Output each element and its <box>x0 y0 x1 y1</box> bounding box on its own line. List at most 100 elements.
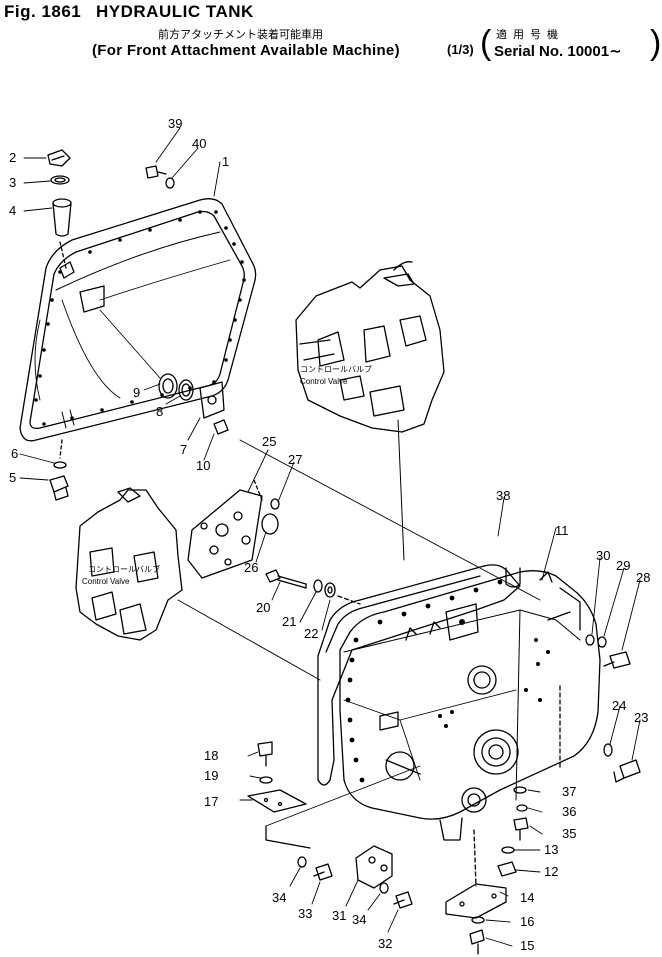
o-ring-13 <box>501 846 515 854</box>
callout-14: 14 <box>520 890 534 905</box>
left-bracket: ( <box>480 24 492 62</box>
bolt-20 <box>265 569 307 589</box>
callout-7: 7 <box>180 442 187 457</box>
callout-8: 8 <box>156 404 163 419</box>
callout-12: 12 <box>544 864 558 879</box>
english-applicability-note: (For Front Attachment Available Machine) <box>92 42 400 59</box>
washer-19 <box>259 776 273 784</box>
callout-32: 32 <box>378 936 392 951</box>
washer-40 <box>165 177 175 189</box>
callout-numbers: 1 2 3 4 5 6 7 8 9 10 11 12 13 14 15 16 1… <box>9 116 650 953</box>
control-valve-label-en-2: Control Valve <box>82 577 130 586</box>
callout-20: 20 <box>256 600 270 615</box>
washer-34a <box>297 856 307 868</box>
callout-6: 6 <box>11 446 18 461</box>
serial-japanese-label: 適用号機 <box>496 28 564 41</box>
lower-control-valve: コントロールバルブ Control Valve <box>75 487 321 681</box>
control-valve-label-en: Control Valve <box>300 377 348 386</box>
callout-29: 29 <box>616 558 630 573</box>
callout-3: 3 <box>9 175 16 190</box>
washer-36 <box>516 804 528 812</box>
callout-33: 33 <box>298 906 312 921</box>
callout-28: 28 <box>636 570 650 585</box>
adapter-plate-25 <box>187 479 263 579</box>
bolt-33 <box>313 863 333 881</box>
plate-17 <box>247 765 421 849</box>
serial-applicability: ( 適用号機 Serial No. 10001∼ ) <box>480 24 662 64</box>
o-ring-30 <box>585 634 595 646</box>
figure-number: Fig. 1861 <box>4 2 82 21</box>
callout-17: 17 <box>204 794 218 809</box>
callout-24: 24 <box>612 698 626 713</box>
washer-34b <box>379 882 389 894</box>
callout-23: 23 <box>634 710 648 725</box>
callout-13: 13 <box>544 842 558 857</box>
control-valve-label-jp: コントロールバルブ <box>300 364 372 374</box>
drain-plug <box>49 439 69 501</box>
bolt-32 <box>393 891 413 909</box>
figure-header: Fig. 1861 HYDRAULIC TANK 前方アタッチメント装着可能車用… <box>0 0 662 70</box>
callout-18: 18 <box>204 748 218 763</box>
callout-15: 15 <box>520 938 534 953</box>
callout-1: 1 <box>222 154 229 169</box>
callout-11: 11 <box>555 523 569 538</box>
bolt-15 <box>469 929 485 955</box>
bolt-18 <box>257 741 273 767</box>
callout-40: 40 <box>192 136 206 151</box>
callout-9: 9 <box>133 385 140 400</box>
upper-control-valve: コントロールバルブ Control Valve <box>295 261 445 561</box>
tank-gasket-38 <box>317 564 521 786</box>
callout-25: 25 <box>262 434 276 449</box>
callout-4: 4 <box>9 203 16 218</box>
cap-gasket <box>50 175 70 185</box>
callout-22: 22 <box>304 626 318 641</box>
callout-35: 35 <box>562 826 576 841</box>
sight-gauge-parts <box>99 309 229 435</box>
o-ring-24 <box>603 743 613 757</box>
o-ring-27 <box>270 498 280 510</box>
callout-21: 21 <box>282 614 296 629</box>
bolt-28 <box>603 651 631 669</box>
washer-21 <box>313 579 323 593</box>
leader-line-25 <box>239 439 541 601</box>
tank-cover-assembly <box>19 198 257 442</box>
filler-cap <box>47 149 71 167</box>
callout-leaders <box>19 127 641 947</box>
plug-23 <box>613 759 641 783</box>
washer-16 <box>471 916 485 924</box>
control-valve-label-jp-2: コントロールバルブ <box>88 564 160 574</box>
japanese-applicability-note: 前方アタッチメント装着可能車用 <box>158 28 323 41</box>
hydraulic-tank-body <box>339 567 601 841</box>
right-bracket: ) <box>650 24 662 62</box>
serial-number: Serial No. 10001∼ <box>494 43 622 60</box>
callout-30: 30 <box>596 548 610 563</box>
strainer <box>52 198 72 269</box>
exploded-parts-diagram: コントロールバルブ Control Valve コントロールバルブ Contro… <box>9 116 650 955</box>
o-ring-37 <box>513 786 527 794</box>
cover-bolt-holes <box>34 210 246 426</box>
callout-34-right: 34 <box>352 912 366 927</box>
callout-5: 5 <box>9 470 16 485</box>
tank-flange-holes <box>345 579 550 783</box>
callout-10: 10 <box>196 458 210 473</box>
o-ring-26 <box>261 513 279 535</box>
callout-26: 26 <box>244 560 258 575</box>
washer-22 <box>324 582 336 598</box>
bolt-35 <box>513 817 529 841</box>
plug-12 <box>497 861 517 877</box>
drain-seal <box>53 461 67 469</box>
bolt-39 <box>145 165 167 179</box>
callout-2: 2 <box>9 150 16 165</box>
cover-plate-14 <box>445 829 507 919</box>
figure-title: HYDRAULIC TANK <box>96 2 254 21</box>
callout-19: 19 <box>204 768 218 783</box>
callout-36: 36 <box>562 804 576 819</box>
washer-29 <box>597 636 607 648</box>
callout-37: 37 <box>562 784 576 799</box>
callout-16: 16 <box>520 914 534 929</box>
sheet-indicator: (1/3) <box>447 42 474 57</box>
callout-34-left: 34 <box>272 890 286 905</box>
bracket-31 <box>355 845 393 889</box>
callout-39: 39 <box>168 116 182 131</box>
callout-31: 31 <box>332 908 346 923</box>
